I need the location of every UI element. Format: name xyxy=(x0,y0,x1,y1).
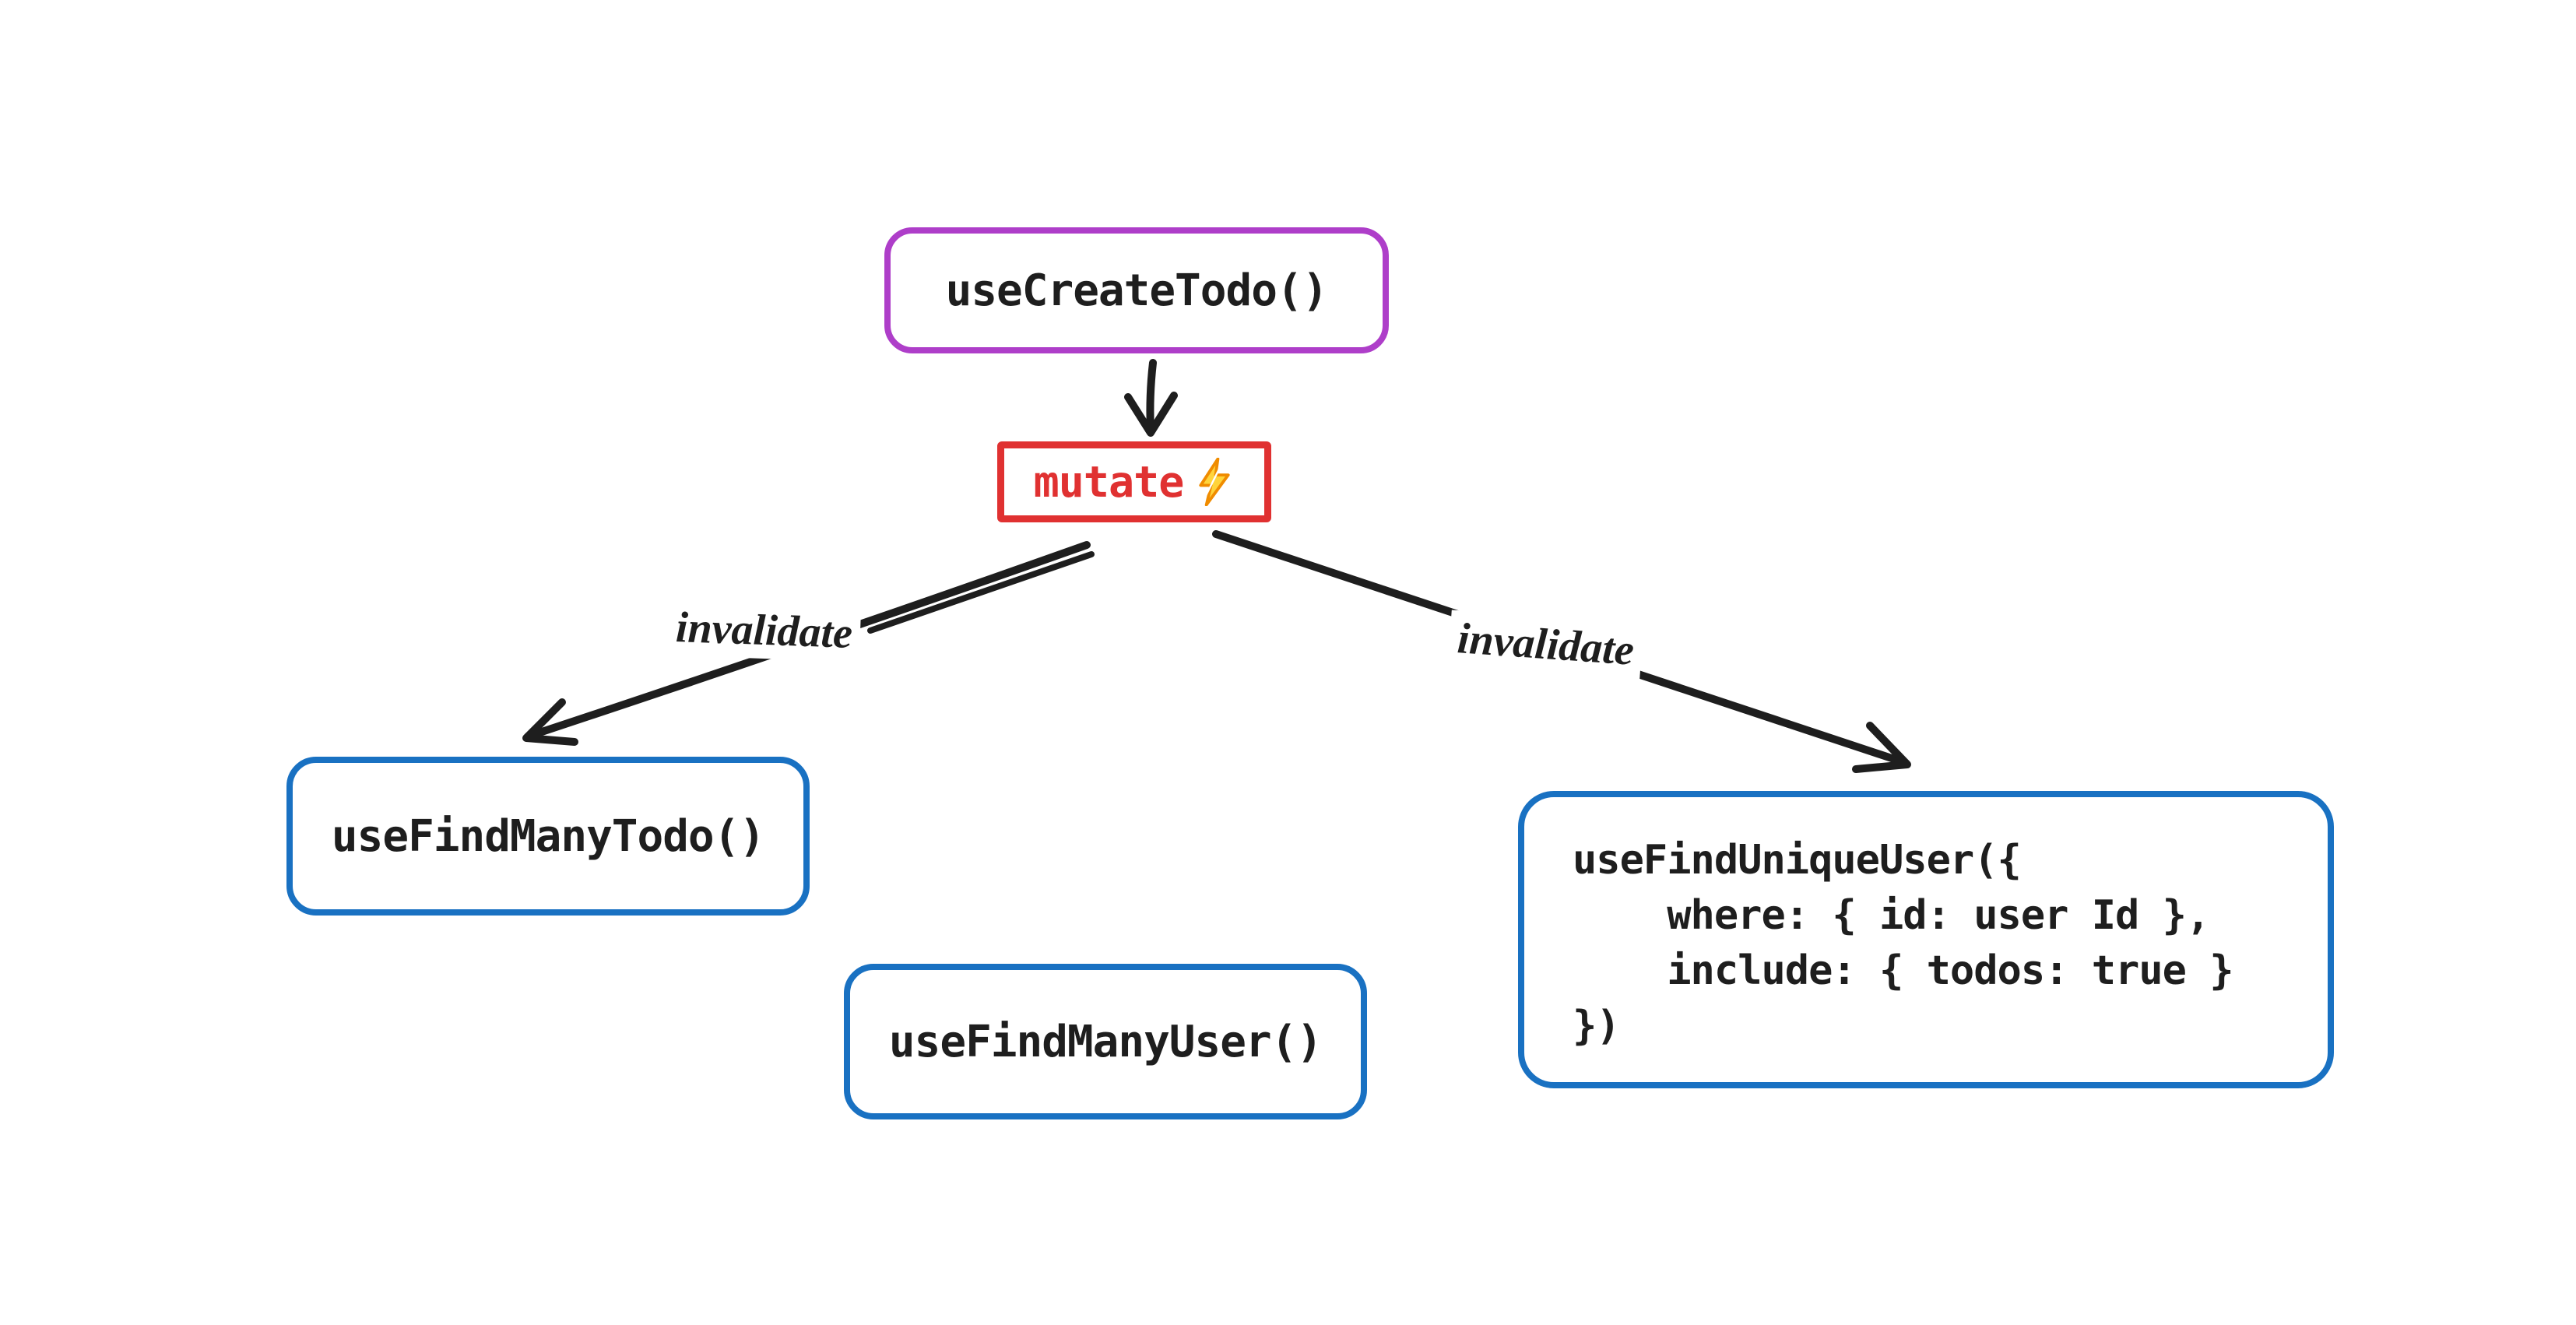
node-use-find-many-todo-label: useFindManyTodo() xyxy=(331,810,765,862)
node-use-find-many-user-label: useFindManyUser() xyxy=(888,1016,1323,1067)
arrow-create-to-mutate xyxy=(1124,359,1178,437)
node-mutate: mutate xyxy=(997,441,1271,522)
code-line-4: }) xyxy=(1573,1003,1621,1049)
node-use-create-todo: useCreateTodo() xyxy=(884,227,1389,353)
lightning-icon xyxy=(1199,458,1230,506)
node-use-create-todo-label: useCreateTodo() xyxy=(945,265,1329,316)
code-line-1: useFindUniqueUser({ xyxy=(1573,837,2022,884)
edge-label-invalidate-left: invalidate xyxy=(666,599,862,662)
node-use-find-many-todo: useFindManyTodo() xyxy=(286,757,810,916)
node-use-find-unique-user: useFindUniqueUser({ where: { id: user Id… xyxy=(1518,791,2334,1088)
node-mutate-label: mutate xyxy=(1033,457,1185,507)
node-use-find-many-user: useFindManyUser() xyxy=(844,964,1367,1119)
code-line-2: where: { id: user Id }, xyxy=(1573,892,2210,939)
code-line-3: include: { todos: true } xyxy=(1573,947,2233,994)
